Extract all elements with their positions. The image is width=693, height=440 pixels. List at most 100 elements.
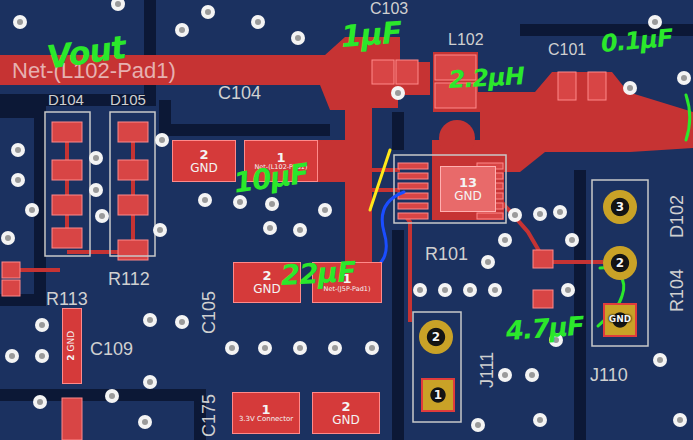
via [11,143,25,157]
through-hole-pad: 3 [603,190,637,224]
via [35,349,49,363]
pad-text-group: 2GND [67,331,76,361]
hand-mark [370,150,390,210]
pad-number: 1 [261,403,270,417]
via [438,283,452,297]
via [463,283,477,297]
pad-number: 2 [199,148,208,162]
pad [372,60,394,84]
via [533,413,547,427]
via [293,223,307,237]
pad-number: 2 [67,355,76,361]
value-annotation: 2.2µH [448,64,524,92]
pad-number: 3 [616,201,624,214]
reference-designator: D102 [668,195,686,238]
reference-designator: R113 [46,290,88,308]
reference-designator: C175 [200,394,218,437]
smd-pad: 2GND [62,308,82,384]
through-hole-pad: 2 [603,246,637,280]
via [549,333,563,347]
via [565,233,579,247]
ic-pin [398,183,428,189]
via [175,315,189,329]
via [498,233,512,247]
clearance-channel [0,395,200,440]
via [328,341,342,355]
via [111,0,125,11]
smd-pad: 1Net-(J5P-Pad1) [312,262,382,303]
pad [52,228,82,248]
via [258,341,272,355]
via [198,193,212,207]
pad-text-group: 3 [616,201,624,214]
smd-pad: 2GND [233,262,301,303]
reference-designator: D104 [48,92,84,107]
pad-text-group: 2GND [332,400,360,426]
copper-pour [0,37,693,300]
pad [62,398,82,440]
reference-designator: C105 [200,291,218,334]
smd-pads [2,55,606,440]
pad [558,72,576,100]
via [5,349,19,363]
ic-pin [398,163,428,169]
pad [52,122,82,142]
reference-designator: R101 [425,245,468,263]
trace [552,260,603,264]
via [471,418,485,432]
pad [52,160,82,180]
via [95,209,109,223]
via [201,5,215,19]
smd-pad: 2GND [172,140,236,182]
reference-designator: C101 [548,42,586,58]
reference-designator: C109 [90,340,133,358]
through-hole-pad: 2 [419,320,453,354]
reference-designator: L102 [448,32,484,48]
pad [435,83,476,108]
reference-designator: R112 [108,270,150,288]
diode-outline [110,112,155,256]
pad [118,195,148,215]
reference-designator: C103 [370,1,408,17]
pad [118,160,148,180]
via [25,203,39,217]
via [1,231,15,245]
via [498,368,512,382]
via [553,205,567,219]
vias [1,0,691,432]
pad-text-group: 1Net-(J5P-Pad1) [324,272,371,292]
via [143,313,157,327]
via [33,395,47,409]
clearance-channel [165,100,330,130]
pad [533,290,553,308]
via [291,31,305,45]
exposed-thermal-pad: 13GND [440,166,496,212]
via [488,283,502,297]
pad-number: 1 [342,272,351,286]
via [391,86,405,100]
pad [52,195,82,215]
pad-text-group: 2 [616,257,624,270]
trace [404,214,410,322]
via [508,208,522,222]
diode-outline [45,112,90,256]
pad-number: 13 [459,176,477,190]
connector-outline [592,180,648,346]
pad [118,240,148,260]
via [673,413,687,427]
pad [588,72,606,100]
value-annotation: Vout [45,31,127,74]
pad-text-group: 2GND [190,148,218,174]
pad-net-name: GND [190,162,218,175]
pad-number: 1 [276,151,285,165]
via [35,318,49,332]
pad-number: 2 [341,400,350,414]
pad [2,280,20,296]
value-annotation: 4.7µF [505,313,585,344]
pad-net-name: GND [253,283,281,296]
silkscreen-outlines [45,112,648,422]
via [265,197,279,211]
